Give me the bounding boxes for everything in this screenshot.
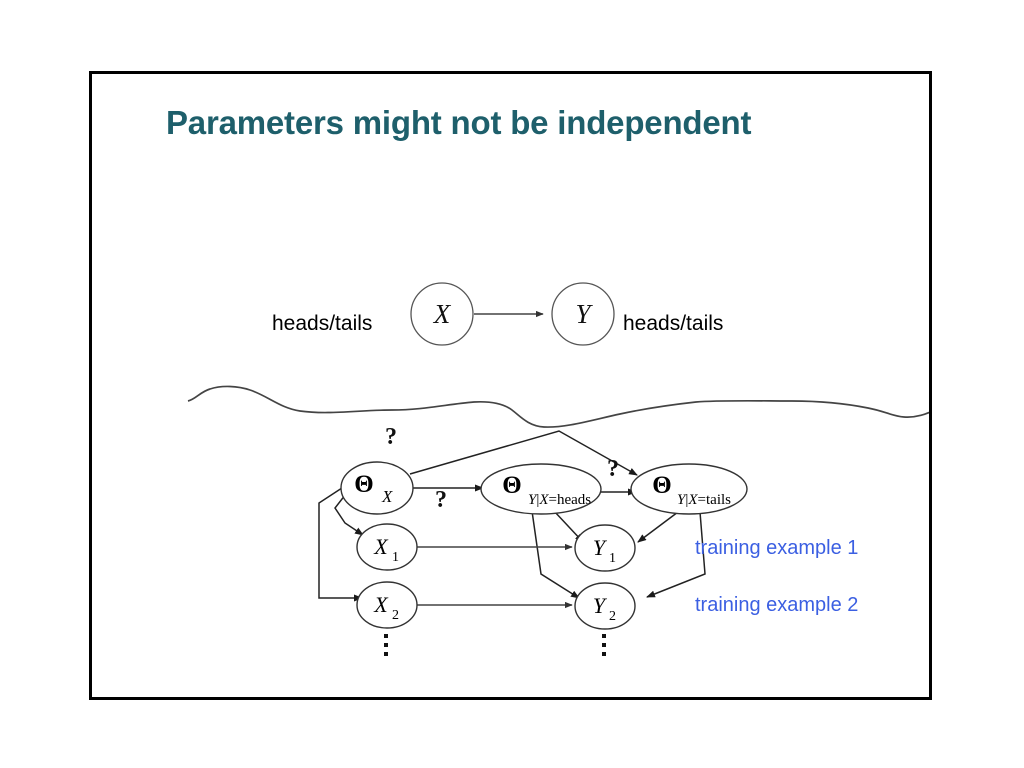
node-X-top bbox=[410, 282, 474, 346]
node-theta-heads-subscript: Y|X=heads bbox=[528, 492, 591, 508]
node-Y1-subscript: 1 bbox=[609, 551, 616, 566]
node-theta-heads-symbol: Θ bbox=[502, 472, 521, 499]
edge-thetaheads-to-Y2 bbox=[531, 510, 580, 599]
node-X2-subscript: 2 bbox=[392, 608, 399, 623]
node-X1-symbol: X bbox=[373, 534, 389, 559]
slide-frame: Parameters might not be independent head… bbox=[89, 71, 932, 700]
edge-thetatails-to-Y1 bbox=[637, 511, 679, 543]
node-X2 bbox=[356, 581, 418, 629]
edge-thetaX-to-X1 bbox=[334, 489, 364, 536]
node-theta-Y-heads bbox=[480, 463, 602, 515]
wavy-separator bbox=[187, 385, 929, 428]
ellipsis-under-Y2 bbox=[602, 634, 606, 656]
node-X1 bbox=[356, 523, 418, 571]
question-mark-thetax-to-heads: ? bbox=[435, 487, 447, 513]
edge-thetaX-to-X2 bbox=[318, 485, 363, 602]
top-model-left-label: heads/tails bbox=[272, 312, 373, 335]
node-theta-X bbox=[340, 461, 414, 515]
top-model-graphics: X Y bbox=[410, 282, 615, 346]
node-theta-Y-tails bbox=[630, 463, 748, 515]
node-theta-X-subscript: X bbox=[381, 487, 393, 506]
node-X1-subscript: 1 bbox=[392, 550, 399, 565]
node-Y1 bbox=[574, 524, 636, 572]
question-mark-heads-to-tails: ? bbox=[607, 456, 619, 482]
node-Y2-subscript: 2 bbox=[609, 609, 616, 624]
node-theta-X-symbol: Θ bbox=[354, 471, 373, 498]
edge-thetaX-to-thetatails bbox=[409, 430, 638, 476]
ellipsis-under-X2 bbox=[384, 634, 388, 656]
edge-thetatails-to-Y2 bbox=[646, 511, 706, 598]
node-theta-tails-subscript: Y|X=tails bbox=[677, 492, 731, 508]
node-X2-symbol: X bbox=[373, 592, 389, 617]
training-example-2-label: training example 2 bbox=[695, 594, 859, 616]
question-mark-arc: ? bbox=[385, 424, 397, 450]
node-Y-top bbox=[551, 282, 615, 346]
node-theta-tails-symbol: Θ bbox=[652, 472, 671, 499]
node-Y2 bbox=[574, 582, 636, 630]
node-Y1-symbol: Y bbox=[593, 535, 608, 560]
node-Y-top-label: Y bbox=[575, 299, 593, 329]
bottom-model-graphics: Θ X Θ Y|X=heads Θ Y|X=tails X 1 X 2 Y 1 … bbox=[318, 430, 748, 656]
page-title: Parameters might not be independent bbox=[166, 104, 752, 141]
training-example-1-label: training example 1 bbox=[695, 537, 859, 559]
bayes-net-figure: heads/tails heads/tails X Y bbox=[92, 74, 929, 697]
figure-graphics: X Y bbox=[187, 282, 929, 656]
node-X-top-label: X bbox=[433, 299, 452, 329]
top-model-right-label: heads/tails bbox=[623, 312, 724, 335]
node-Y2-symbol: Y bbox=[593, 593, 608, 618]
